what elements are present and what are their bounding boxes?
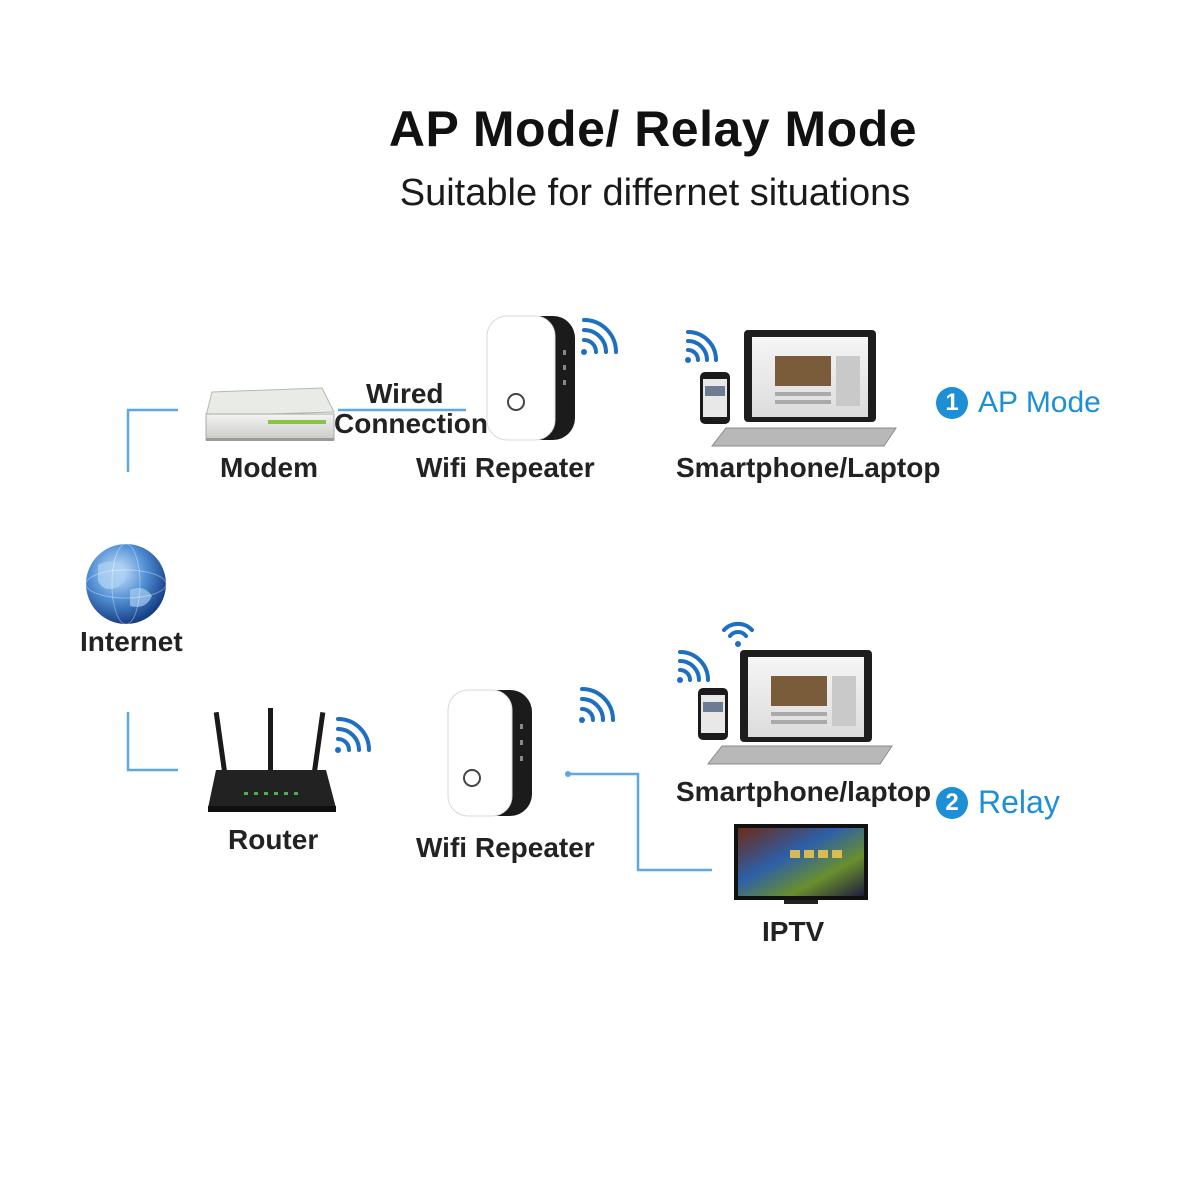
internet-to-router-line — [126, 712, 178, 772]
relay-mode-text: Relay — [978, 784, 1060, 820]
wired-connection-label-line2: Connection — [334, 408, 488, 439]
wifi-repeater-top-icon — [486, 315, 575, 441]
relay-mode-label: 2 Relay — [936, 784, 1060, 821]
wifi-signal-icon-repeater-bottom — [579, 687, 615, 723]
page-subtitle: Suitable for differnet situations — [399, 172, 911, 214]
iptv-label: IPTV — [762, 916, 825, 947]
laptop-phone-bottom-icon — [698, 650, 893, 765]
globe-icon — [85, 543, 167, 625]
wifi-signal-icon-clients-bottom-b — [722, 621, 754, 647]
repeater-port-dot — [565, 771, 571, 777]
wifi-repeater-bottom-label: Wifi Repeater — [416, 832, 595, 863]
wifi-signal-icon-clients-top — [685, 330, 718, 363]
router-icon — [208, 708, 336, 812]
wifi-signal-icon-repeater-top — [581, 318, 618, 355]
wifi-repeater-top-label: Wifi Repeater — [416, 452, 595, 483]
modem-label: Modem — [220, 452, 318, 483]
wired-connection-label-line1: Wired — [366, 378, 444, 409]
iptv-icon — [734, 824, 868, 904]
ap-mode-label: 1 AP Mode — [936, 386, 1101, 420]
wifi-repeater-bottom-icon — [447, 689, 532, 817]
clients-bottom-label: Smartphone/laptop — [676, 776, 932, 807]
wifi-signal-icon-clients-bottom-a — [677, 650, 710, 683]
laptop-phone-top-icon — [700, 330, 897, 447]
router-label: Router — [228, 824, 319, 855]
relay-mode-number-badge: 2 — [936, 786, 968, 819]
page-title: AP Mode/ Relay Mode — [388, 101, 918, 157]
clients-top-label: Smartphone/Laptop — [676, 452, 941, 483]
ap-mode-text: AP Mode — [978, 386, 1101, 419]
ap-mode-number-badge: 1 — [936, 387, 968, 419]
internet-label: Internet — [80, 626, 183, 657]
connector-lines — [126, 408, 712, 872]
repeater-to-iptv-line — [568, 772, 712, 872]
modem-icon — [205, 387, 335, 441]
internet-to-modem-line — [126, 408, 178, 472]
wifi-signal-icon-router — [335, 717, 371, 753]
